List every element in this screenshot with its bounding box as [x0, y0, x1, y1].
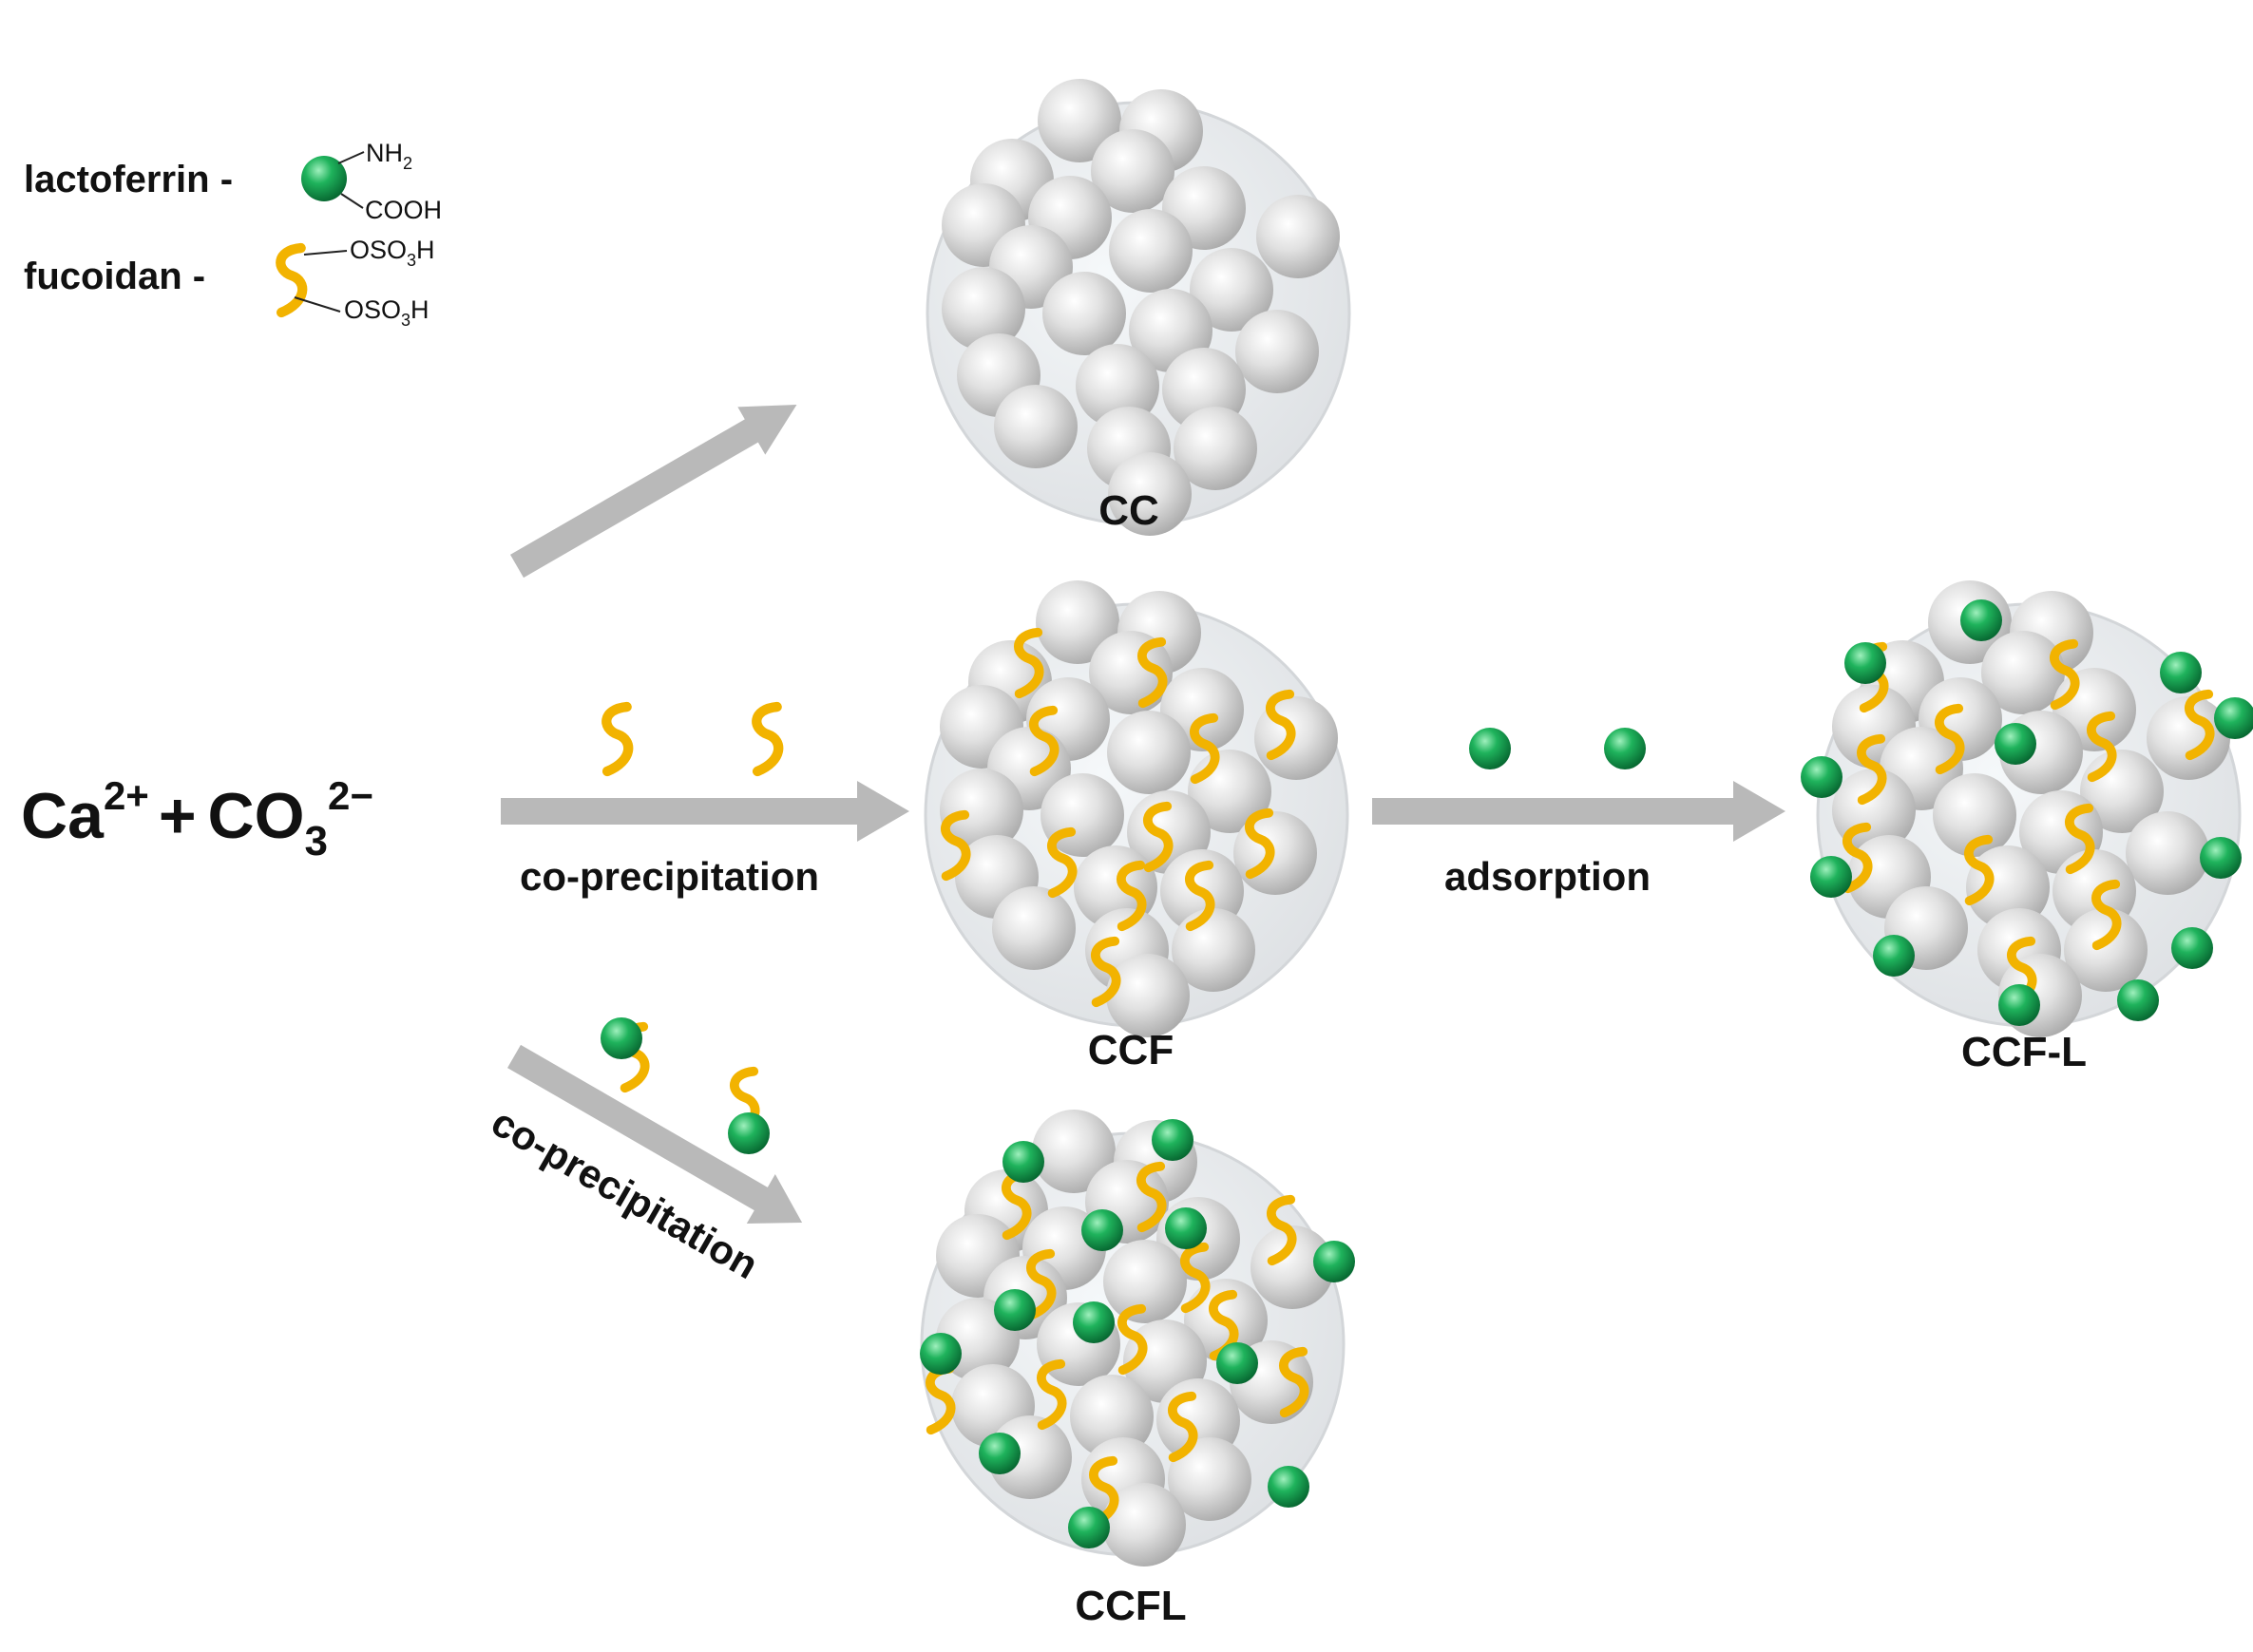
lactoferrin-sphere [1960, 599, 2002, 641]
calcium-carbonate-grain [994, 385, 1078, 468]
lactoferrin-sphere [2171, 927, 2213, 969]
lactoferrin-sphere [1165, 1207, 1207, 1249]
calcium-carbonate-grain [1235, 310, 1319, 393]
calcium-carbonate-grain [1174, 407, 1257, 490]
calcium-carbonate-grain [1070, 1375, 1154, 1458]
lactoferrin-sphere [1081, 1209, 1123, 1251]
calcium-carbonate-grain [1256, 195, 1340, 278]
fucoidan-reagent [606, 707, 628, 771]
sulfate-bond-top [303, 250, 348, 256]
step-label-co-precipitation-middle: co-precipitation [520, 854, 819, 899]
calcium-carbonate-grain [1076, 344, 1159, 427]
product-label-ccf: CCF [1088, 1027, 1174, 1073]
calcium-carbonate-grain [1032, 1110, 1116, 1193]
arrow-to-ccfl [507, 1044, 803, 1224]
calcium-carbonate-grain [942, 267, 1025, 351]
carboxyl-bond [340, 193, 364, 209]
lactoferrin-sphere [1873, 935, 1915, 977]
calcium-carbonate-grain [1038, 79, 1121, 162]
calcium-carbonate-grain [1933, 773, 2016, 857]
calcium-carbonate-grain [992, 886, 1076, 970]
lactoferrin-sphere [1068, 1507, 1110, 1548]
lactoferrin-reagent [601, 1017, 642, 1059]
particle-ccf [924, 580, 1349, 1037]
lactoferrin-sphere [2214, 697, 2253, 739]
sulfate-group-label-top: OSO3H [350, 236, 435, 270]
lactoferrin-sphere [1313, 1241, 1355, 1282]
particle-cc [926, 79, 1351, 536]
fucoidan-icon [280, 248, 302, 313]
calcium-carbonate-grain [1036, 580, 1119, 664]
particle-ccfl [920, 1110, 1355, 1567]
calcium-carbonate-grain [1251, 1225, 1334, 1309]
calcium-carbonate-grain [2126, 811, 2209, 895]
lactoferrin-sphere [1810, 856, 1852, 898]
carboxyl-group-label: COOH [365, 196, 442, 224]
arrow-to-ccf-l [1372, 781, 1785, 842]
calcium-carbonate-grain [1106, 954, 1190, 1037]
sulfate-bond-bottom [294, 296, 341, 313]
calcium-carbonate-grain [1042, 272, 1126, 355]
lactoferrin-sphere [1801, 756, 1842, 798]
lactoferrin-sphere [1998, 984, 2040, 1026]
legend: lactoferrin - NH2 COOH fucoidan - OSO3H … [24, 139, 442, 330]
arrow-to-cc [510, 405, 797, 579]
lactoferrin-sphere [920, 1333, 962, 1375]
step-label-adsorption: adsorption [1444, 854, 1651, 899]
legend-lactoferrin-label: lactoferrin - [24, 159, 233, 200]
calcium-carbonate-grain [1091, 129, 1174, 213]
fucoidan-reagent [756, 707, 778, 771]
amine-group-label: NH2 [366, 139, 412, 173]
reactant-formula: Ca2++CO32− [21, 773, 373, 864]
lactoferrin-sphere [1152, 1119, 1193, 1161]
lactoferrin-sphere [994, 1289, 1036, 1331]
lactoferrin-sphere [1268, 1466, 1309, 1508]
product-label-ccfl: CCFL [1075, 1583, 1186, 1629]
calcium-carbonate-grain [1102, 1483, 1186, 1567]
legend-fucoidan-label: fucoidan - [24, 256, 205, 297]
amine-bond [337, 151, 365, 164]
lactoferrin-icon [301, 156, 347, 201]
lactoferrin-sphere [1216, 1342, 1258, 1384]
lactoferrin-reagent [1469, 728, 1511, 769]
product-label-cc: CC [1098, 487, 1159, 534]
lactoferrin-sphere [1995, 723, 2036, 765]
lactoferrin-sphere [2117, 979, 2159, 1021]
calcium-carbonate-grain [1109, 209, 1193, 293]
calcium-carbonate-grain [940, 769, 1023, 852]
reagent-markers [601, 707, 1646, 1154]
calcium-carbonate-grain [2147, 696, 2230, 780]
lactoferrin-sphere [2200, 837, 2242, 879]
sulfate-group-label-bottom: OSO3H [344, 295, 430, 330]
lactoferrin-reagent [728, 1112, 770, 1154]
calcium-carbonate-grain [1107, 711, 1191, 794]
particle-ccf-l [1801, 580, 2253, 1037]
lactoferrin-sphere [1073, 1301, 1115, 1343]
lactoferrin-reagent [1604, 728, 1646, 769]
calcium-carbonate-grain [1168, 1437, 1251, 1521]
lactoferrin-sphere [979, 1433, 1021, 1474]
lactoferrin-sphere [1844, 642, 1886, 684]
lactoferrin-sphere [2160, 652, 2202, 693]
calcium-carbonate-grain [1103, 1240, 1187, 1323]
product-label-ccf-l: CCF-L [1961, 1029, 2087, 1075]
calcium-carbonate-grain [1981, 631, 2065, 714]
arrow-to-ccf [501, 781, 909, 842]
calcium-carbonate-grain [2064, 908, 2148, 992]
calcium-carbonate-grain [1108, 452, 1192, 536]
lactoferrin-sphere [1002, 1141, 1044, 1183]
calcium-carbonate-grain [1190, 248, 1273, 332]
